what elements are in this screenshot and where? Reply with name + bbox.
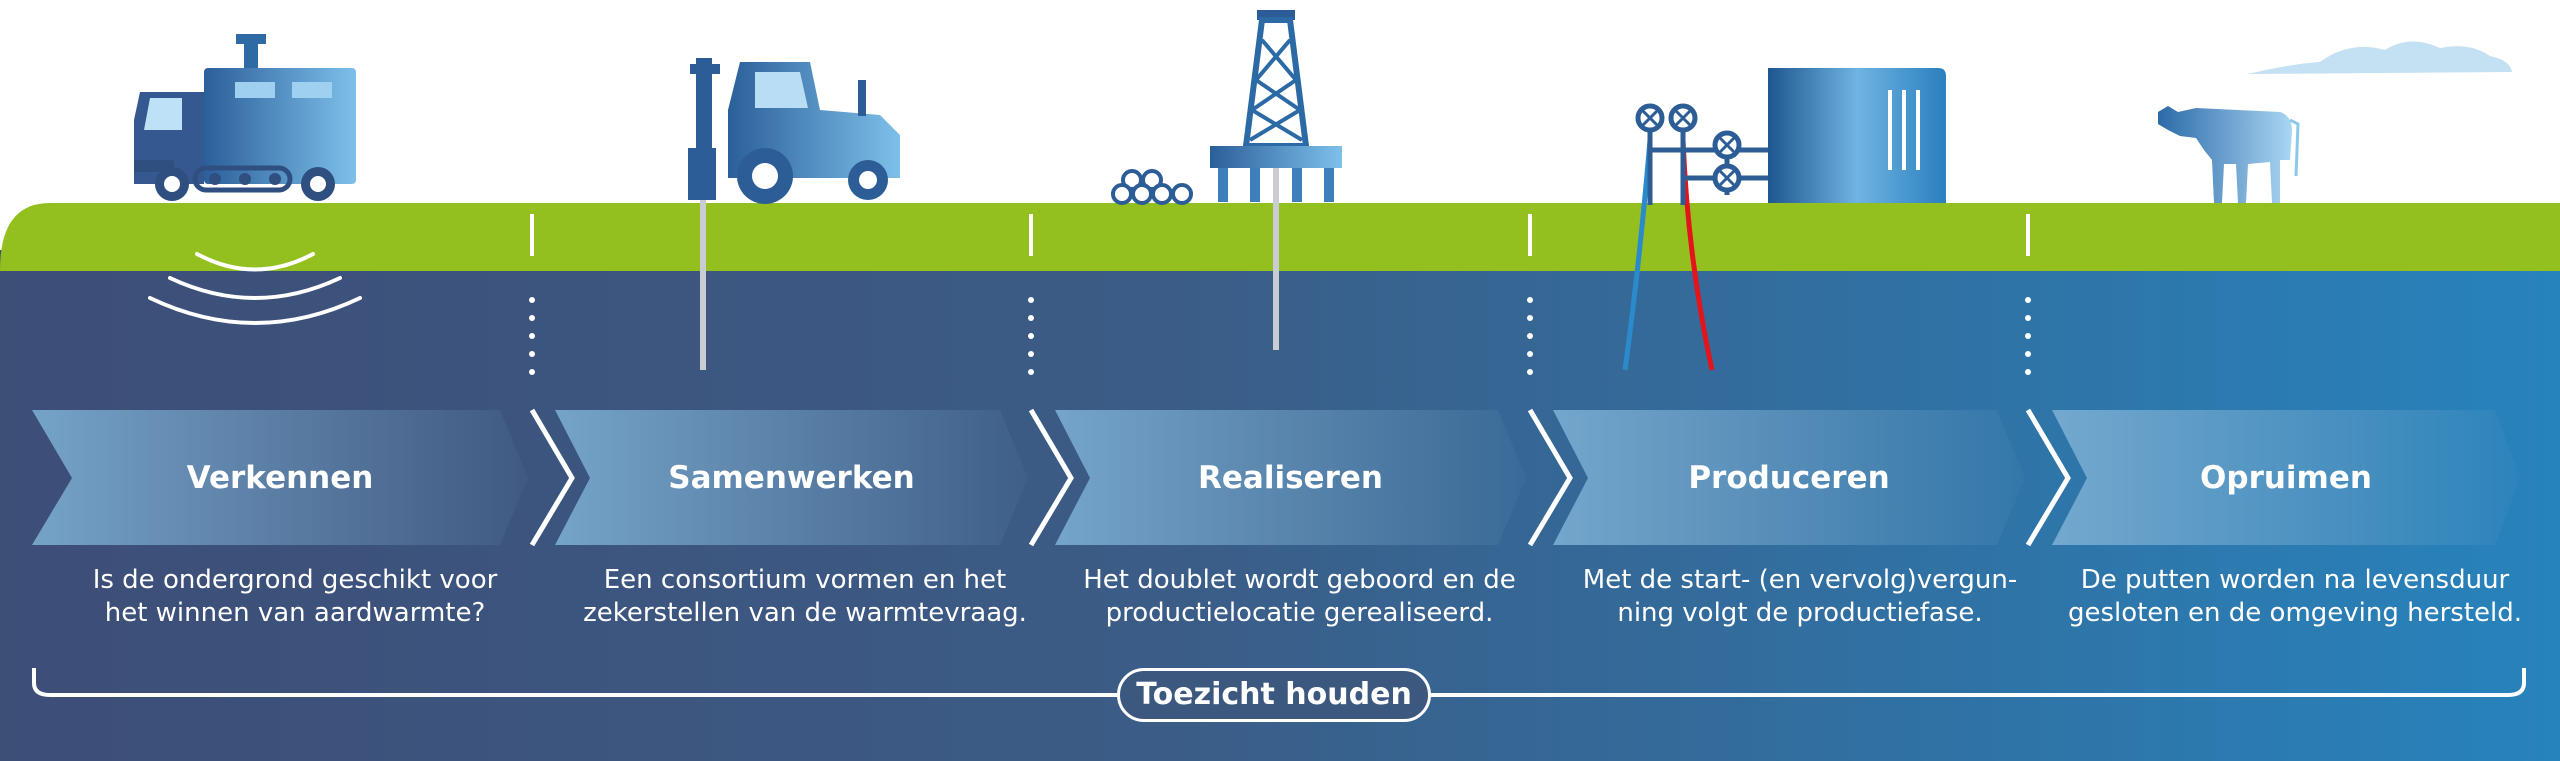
phase-title-opruimen: Opruimen	[2200, 460, 2372, 496]
grass-band	[0, 203, 2560, 271]
phase-desc-produceren: Met de start- (en vervolg)vergun- ning v…	[1582, 565, 2018, 628]
phase-title-produceren: Produceren	[1688, 460, 1890, 496]
phase-title-verkennen: Verkennen	[186, 460, 374, 496]
dotted-dividers	[529, 297, 2031, 375]
cloud-icon	[2248, 41, 2512, 74]
oversight-label: Toezicht houden	[1117, 668, 1431, 722]
production-plant-icon	[1622, 68, 1946, 371]
oversight-bracket	[32, 668, 2526, 697]
drilling-rig-icon	[1111, 10, 1342, 350]
tractor-icon	[688, 58, 900, 370]
phase-chevrons	[32, 410, 2520, 545]
phase-desc-realiseren: Het doublet wordt geboord en de producti…	[1083, 565, 1516, 628]
phase-title-samenwerken: Samenwerken	[668, 460, 915, 496]
phase-desc-samenwerken: Een consortium vormen en het zekerstelle…	[583, 565, 1027, 628]
cow-icon	[2158, 106, 2300, 203]
phase-dividers	[530, 214, 2030, 256]
phase-title-realiseren: Realiseren	[1198, 460, 1383, 496]
phase-desc-verkennen: Is de ondergrond geschikt voor het winne…	[92, 565, 498, 628]
seismic-wave-icon	[148, 252, 362, 325]
survey-truck-icon	[134, 34, 356, 201]
phase-desc-opruimen: De putten worden na levensduur gesloten …	[2067, 565, 2523, 628]
